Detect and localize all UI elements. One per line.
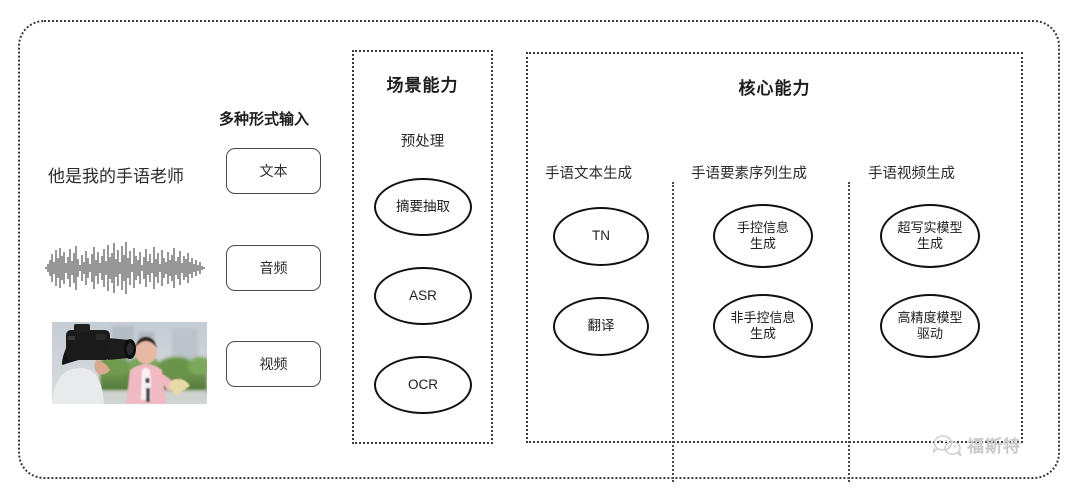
waveform-icon bbox=[45, 240, 207, 296]
outer-frame bbox=[18, 20, 1060, 479]
node-label: 非手控信息 生成 bbox=[730, 310, 796, 341]
watermark-label: 福斯特 bbox=[967, 437, 1021, 456]
core-node-manual-signal[interactable]: 手控信息 生成 bbox=[713, 204, 813, 268]
node-label: TN bbox=[592, 228, 610, 244]
sample-text-label: 他是我的手语老师 bbox=[48, 167, 184, 186]
scene-panel-title: 场景能力 bbox=[386, 76, 459, 95]
core-panel-title: 核心能力 bbox=[738, 79, 811, 98]
node-label: OCR bbox=[408, 376, 438, 392]
core-capability-panel: 核心能力 手语文本生成 TN 翻译 手语要素序列生成 手控信息 生成 非手控信息… bbox=[526, 52, 1023, 482]
core-node-hyperreal-model[interactable]: 超写实模型 生成 bbox=[880, 204, 980, 268]
core-column-header-3: 手语视频生成 bbox=[868, 166, 955, 182]
watermark: 福斯特 bbox=[932, 432, 1021, 457]
core-node-highprecision-model[interactable]: 高精度模型 驱动 bbox=[880, 294, 980, 358]
modality-button-audio[interactable]: 音频 bbox=[226, 245, 321, 291]
core-node-translate[interactable]: 翻译 bbox=[553, 297, 649, 356]
scene-node-asr[interactable]: ASR bbox=[374, 267, 472, 325]
modality-label: 文本 bbox=[259, 163, 288, 179]
core-node-nonmanual-signal[interactable]: 非手控信息 生成 bbox=[713, 294, 813, 358]
core-divider-1 bbox=[672, 182, 674, 482]
modality-label: 视频 bbox=[259, 356, 288, 372]
scene-node-ocr[interactable]: OCR bbox=[374, 356, 472, 414]
node-label: 翻译 bbox=[587, 318, 615, 334]
modality-button-text[interactable]: 文本 bbox=[226, 148, 321, 194]
scene-capability-panel: 场景能力 预处理 摘要抽取 ASR OCR bbox=[352, 50, 493, 444]
modality-button-video[interactable]: 视频 bbox=[226, 341, 321, 387]
core-divider-2 bbox=[848, 182, 850, 482]
core-column-header-1: 手语文本生成 bbox=[545, 166, 632, 182]
modality-label: 音频 bbox=[259, 260, 288, 276]
node-label: 超写实模型 生成 bbox=[897, 220, 963, 251]
node-label: 手控信息 生成 bbox=[736, 220, 789, 251]
scene-group-label: 预处理 bbox=[400, 134, 445, 150]
core-node-tn[interactable]: TN bbox=[553, 207, 649, 266]
scene-node-summary[interactable]: 摘要抽取 bbox=[374, 178, 472, 236]
core-column-header-2: 手语要素序列生成 bbox=[691, 166, 807, 182]
video-thumbnail bbox=[52, 322, 207, 404]
wechat-icon bbox=[932, 434, 962, 456]
node-label: 高精度模型 驱动 bbox=[897, 310, 963, 341]
node-label: 摘要抽取 bbox=[396, 198, 450, 214]
node-label: ASR bbox=[409, 287, 437, 303]
input-section-heading: 多种形式输入 bbox=[219, 111, 310, 128]
